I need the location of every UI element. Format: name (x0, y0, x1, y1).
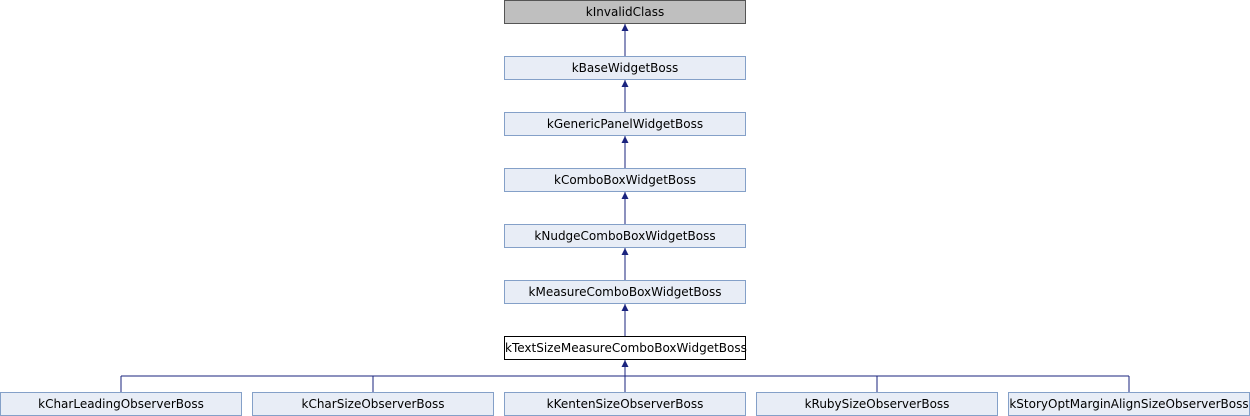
node-kcharsizeobserverboss[interactable]: kCharSizeObserverBoss (252, 392, 494, 416)
node-kkentensizeobserverboss[interactable]: kKentenSizeObserverBoss (504, 392, 746, 416)
node-knudgecomboboxwidgetboss[interactable]: kNudgeComboBoxWidgetBoss (504, 224, 746, 248)
node-ktextsizemeasurecomboboxwidgetboss: kTextSizeMeasureComboBoxWidgetBoss (504, 336, 747, 360)
node-kcomboboxwidgetboss[interactable]: kComboBoxWidgetBoss (504, 168, 746, 192)
node-kcharleadingobserverboss[interactable]: kCharLeadingObserverBoss (0, 392, 242, 416)
node-kinvalidclass: kInvalidClass (504, 0, 746, 24)
node-kgenericpanelwidgetboss[interactable]: kGenericPanelWidgetBoss (504, 112, 746, 136)
node-kmeasurecomboboxwidgetboss[interactable]: kMeasureComboBoxWidgetBoss (504, 280, 746, 304)
node-kstoryoptmarginalignsizeobserverboss[interactable]: kStoryOptMarginAlignSizeObserverBoss (1008, 392, 1250, 416)
node-kbasewidgetboss[interactable]: kBaseWidgetBoss (504, 56, 746, 80)
node-krubysizeobserverboss[interactable]: kRubySizeObserverBoss (756, 392, 998, 416)
